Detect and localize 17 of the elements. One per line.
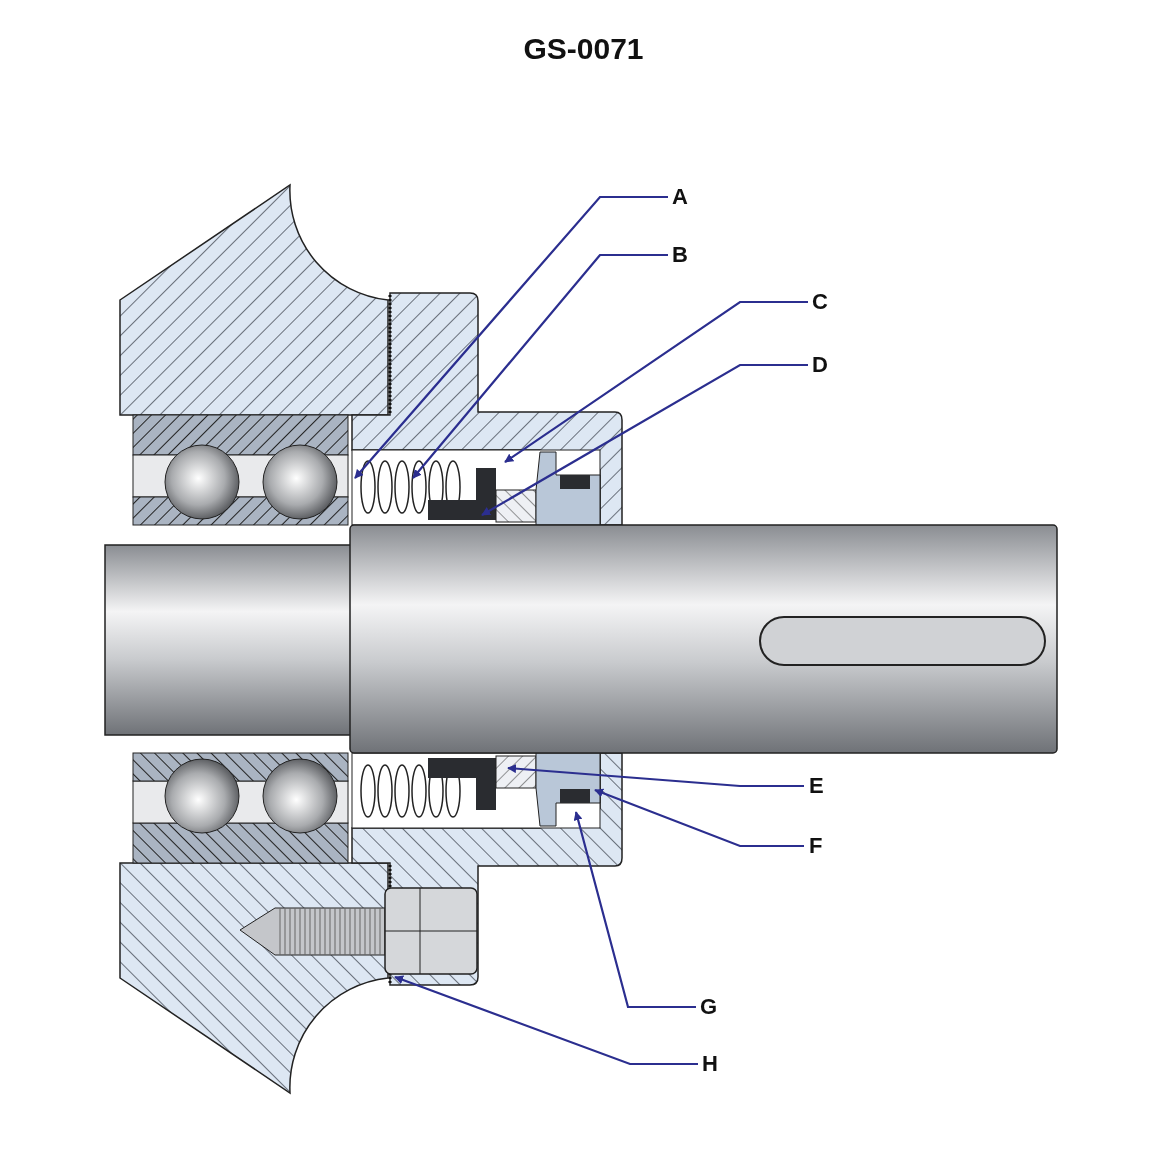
leader-line <box>481 363 808 516</box>
leader-line <box>504 300 808 463</box>
callout-letter: B <box>672 243 688 267</box>
callout-letter: A <box>672 185 688 209</box>
leader-line <box>507 764 804 788</box>
callout-letter: E <box>809 774 824 798</box>
callout-letter: G <box>700 995 718 1019</box>
callout-letter: F <box>809 834 823 858</box>
callout-letter: C <box>812 290 828 314</box>
leader-line <box>394 975 698 1066</box>
leader-line <box>594 788 804 848</box>
callout-letter: H <box>702 1052 718 1076</box>
leader-line <box>354 195 668 479</box>
leader-line <box>573 811 696 1009</box>
diagram-title: GS-0071 <box>522 32 645 66</box>
callout-letter: D <box>812 353 828 377</box>
leader-line <box>412 253 668 479</box>
